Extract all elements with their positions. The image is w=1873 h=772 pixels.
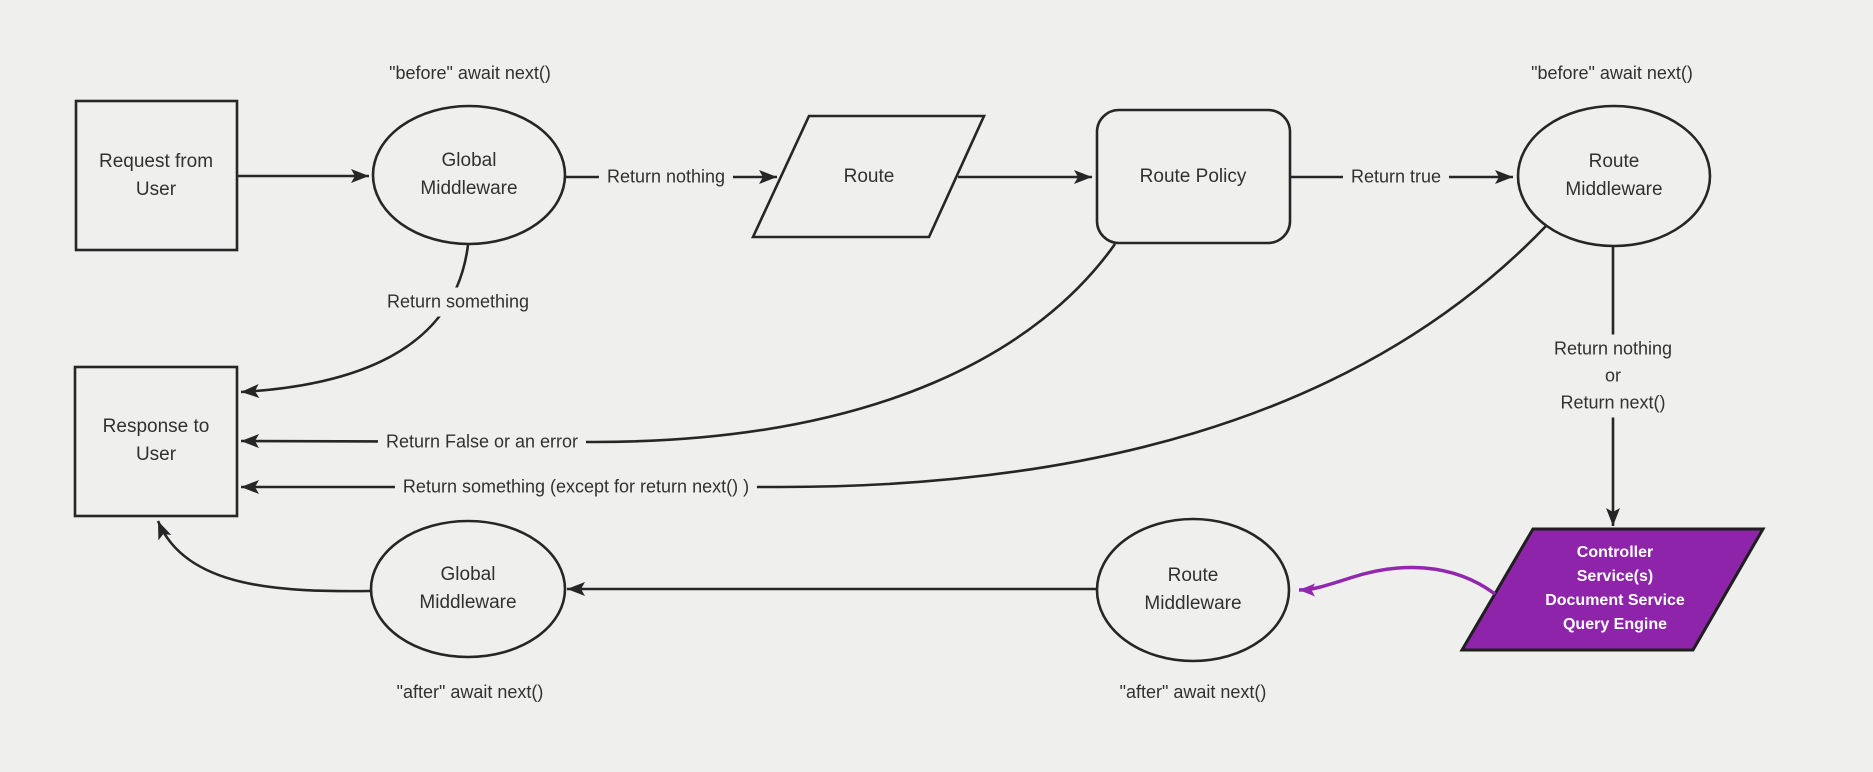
request-node-shape [74, 99, 239, 252]
return-nothing-or-next-label: Return nothing or Return next() [1545, 334, 1681, 418]
return-something-except-label: Return something (except for return next… [394, 472, 758, 502]
route-middleware-before-shape [1516, 104, 1712, 248]
edge-route-middleware-to-response [241, 225, 1547, 494]
edge-global-middleware-after-to-response [156, 520, 372, 593]
route-middleware-after-label: Route Middleware [1144, 565, 1242, 614]
route-policy-label: Route Policy [1139, 166, 1247, 187]
edge-controller-to-route-middleware-after [1298, 565, 1497, 597]
after-await-next-global-label: "after" await next() [396, 682, 544, 702]
return-nothing-label: Return nothing [598, 162, 734, 192]
response-node-shape [73, 365, 239, 518]
route-middleware-before-label: Route Middleware [1565, 151, 1663, 200]
before-await-next-global-label: "before" await next() [389, 63, 551, 83]
request-node-label: Request from User [98, 151, 214, 200]
return-true-label: Return true [1342, 162, 1450, 192]
global-middleware-after-shape [369, 519, 567, 659]
route-node-shape [750, 114, 987, 239]
before-await-next-route-label: "before" await next() [1531, 63, 1693, 83]
global-middleware-before-shape [371, 104, 567, 246]
controller-node-label: Controller Service(s) Document Service Q… [1545, 544, 1685, 633]
global-middleware-after-label: Global Middleware [419, 564, 517, 613]
return-false-or-error-label: Return False or an error [377, 427, 587, 457]
return-something-label: Return something [378, 287, 538, 317]
edge-global-middleware-to-response [240, 244, 470, 398]
global-middleware-before-label: Global Middleware [420, 150, 518, 199]
controller-node-shape [1459, 527, 1766, 652]
after-await-next-route-label: "after" await next() [1119, 682, 1267, 702]
route-node-label: Route [843, 166, 895, 187]
edge-route-policy-to-response [240, 243, 1117, 449]
response-node-label: Response to User [102, 416, 210, 465]
